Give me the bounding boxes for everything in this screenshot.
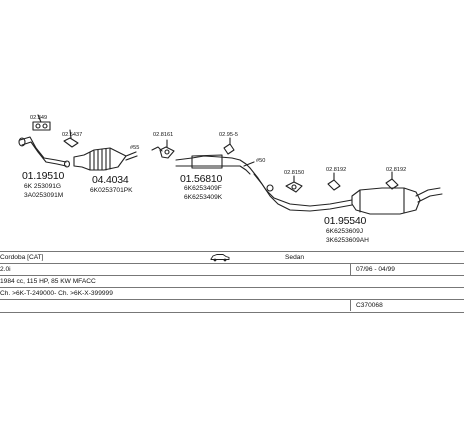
clamp-part [63, 129, 79, 148]
part-code-rear-silencer: 01.95540 [324, 215, 367, 227]
exhaust-system-diagram [18, 114, 443, 215]
front-pipe-part [18, 136, 71, 168]
rear-hanger-part [285, 175, 303, 193]
connecting-pipe-part [249, 167, 353, 212]
bracket-part [223, 137, 235, 155]
chassis-cell: Ch. >6K-T-249000- Ch. >6K-X-399999 [0, 290, 113, 297]
label-hanger: #55 [130, 145, 140, 151]
body-type-cell: Sedan [285, 254, 305, 261]
table-row: 1984 cc, 115 HP, 85 KW MFACC [0, 275, 464, 288]
label-rear-hanger: 02.8150 [284, 170, 305, 176]
middle-silencer-part [175, 154, 251, 175]
gasket-part [32, 114, 51, 131]
label-rear-clamp-2: 02.8192 [386, 167, 407, 173]
part-ref-catalyst: 6K0253701PK [90, 187, 133, 194]
table-row: C370068 [0, 299, 464, 313]
label-bracket: 02.95-5 [219, 132, 238, 138]
catalog-number-cell: C370068 [356, 302, 383, 309]
car-icon [210, 253, 230, 264]
table-row: Ch. >6K-T-249000- Ch. >6K-X-399999 [0, 287, 464, 300]
rear-silencer-part [351, 187, 443, 215]
spec-cell: 1984 cc, 115 HP, 85 KW MFACC [0, 278, 96, 285]
label-gasket: 02.349 [30, 115, 48, 121]
label-clip: #50 [256, 158, 266, 164]
part-ref-rear-silencer-2: 3K6253609AH [326, 237, 369, 244]
part-ref-rear-silencer-1: 6K6253609J [326, 228, 364, 235]
dates-cell: 07/96 - 04/99 [356, 266, 395, 273]
part-ref-front-pipe-1: 6K 253091G [24, 183, 62, 190]
part-ref-middle-silencer-2: 6K6253409K [184, 194, 223, 201]
part-code-front-pipe: 01.19510 [22, 170, 65, 182]
label-ring: 02.8161 [153, 132, 174, 138]
column-divider [350, 263, 351, 275]
part-ref-middle-silencer-1: 6K6253409F [184, 185, 222, 192]
rear-clamp-part [327, 171, 399, 191]
vehicle-info-table: Cordoba [CAT] Sedan 2.0i 07/96 - 04/99 1… [0, 245, 464, 325]
catalytic-converter-part [73, 147, 138, 171]
table-row: Cordoba [CAT] Sedan [0, 251, 464, 264]
column-divider [350, 299, 351, 311]
label-rear-clamp-1: 02.8192 [326, 167, 347, 173]
model-cell: Cordoba [CAT] [0, 254, 44, 261]
part-ref-front-pipe-2: 3A0253091M [24, 192, 64, 199]
clip-part [243, 161, 255, 167]
part-code-middle-silencer: 01.56810 [180, 173, 223, 185]
engine-cell: 2.0i [0, 266, 11, 273]
label-clamp: 02.5437 [62, 132, 83, 138]
table-row: 2.0i 07/96 - 04/99 [0, 263, 464, 276]
part-code-catalyst: 04.4034 [92, 174, 129, 186]
rubber-ring-part [159, 139, 175, 159]
